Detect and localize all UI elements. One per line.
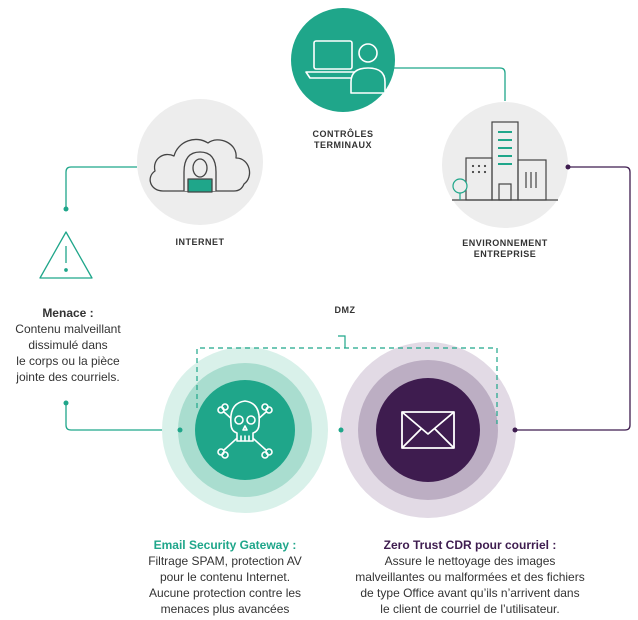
threat-line: le corps ou la pièce [16,354,120,368]
connector-dot [63,400,69,406]
gateway-line: menaces plus avancées [160,602,290,616]
threat-line: jointe des courriels. [16,370,120,384]
dmz-bracket [338,335,346,348]
dmz-boundary [196,347,498,424]
endpoint-label-line: TERMINAUX [314,140,372,150]
enterprise-label-line: ENVIRONNEMENT [462,238,548,248]
threat-line: Contenu malveillant [15,322,121,336]
threat-description: Menace : Contenu malveillant dissimulé d… [0,305,136,385]
connector-dot [512,427,518,433]
connector-internet-threat [65,166,137,209]
buildings-icon [452,121,558,201]
endpoint-label-line: CONTRÔLES [312,129,374,139]
gateway-line: pour le contenu Internet. [159,570,291,584]
connector-dot [177,427,183,433]
cdr-title: Zero Trust CDR pour courriel : [383,538,557,552]
internet-label-text: INTERNET [175,237,225,247]
cdr-node [340,342,516,518]
gateway-description: Email Security Gateway : Filtrage SPAM, … [125,537,325,617]
connector-dot [63,206,69,212]
enterprise-label-line: ENTREPRISE [473,249,537,259]
cloud-hacker-icon [149,138,251,193]
connector-threat-gateway [65,403,180,431]
endpoint-label: CONTRÔLES TERMINAUX [283,129,403,151]
envelope-icon [401,411,455,449]
internet-label: INTERNET [150,237,250,248]
gateway-title: Email Security Gateway : [153,538,297,552]
connector-endpoint-enterprise [394,67,506,101]
threat-title: Menace : [42,306,94,320]
connector-dot [338,427,344,433]
cdr-line: le client de courriel de l’utilisateur. [380,602,560,616]
cdr-line: Assure le nettoyage des images [384,554,556,568]
cdr-line: malveillantes ou malformées et des fichi… [355,570,585,584]
gateway-line: Filtrage SPAM, protection AV [148,554,302,568]
cdr-description: Zero Trust CDR pour courriel : Assure le… [335,537,605,617]
laptop-user-icon [305,40,386,94]
endpoint-node [291,8,395,112]
threat-line: dissimulé dans [28,338,108,352]
connector-enterprise-cdr [515,166,631,431]
dmz-label: DMZ [315,305,375,316]
connector-dot [565,164,571,170]
dmz-label-text: DMZ [334,305,356,315]
warning-icon [39,231,93,279]
cdr-line: de type Office avant qu’ils n’arrivent d… [360,586,580,600]
skull-crossbones-icon [217,400,273,459]
enterprise-label: ENVIRONNEMENT ENTREPRISE [445,238,565,260]
gateway-line: Aucune protection contre les [148,586,302,600]
